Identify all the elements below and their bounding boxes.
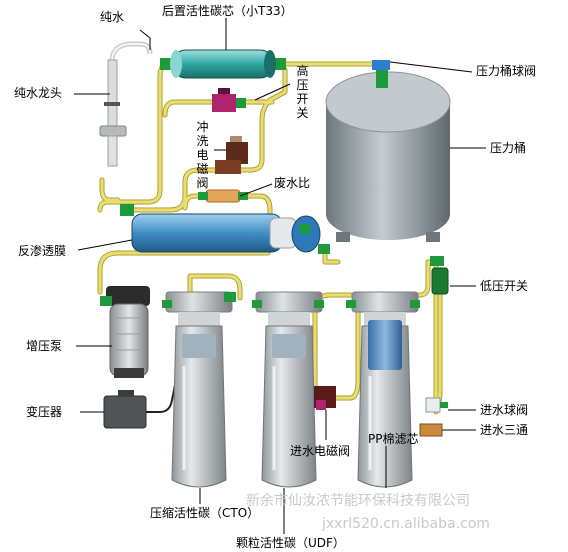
- label-inlet-tee: 进水三通: [480, 423, 529, 437]
- ro-membrane: [120, 204, 330, 254]
- label-faucet: 纯水龙头: [14, 86, 63, 100]
- label-inlet-solenoid: 进水电磁阀: [290, 444, 351, 458]
- label-transformer: 变压器: [26, 405, 63, 419]
- label-inlet-ball-valve: 进水球阀: [480, 403, 529, 417]
- label-pure-water: 纯水: [100, 10, 125, 24]
- label-ro-membrane: 反渗透膜: [18, 244, 67, 258]
- post-carbon-filter: [160, 49, 286, 79]
- label-post-carbon: 后置活性碳芯（小T33）: [162, 4, 293, 18]
- watermark-site: jxxrl520.cn.alibaba.com: [322, 516, 490, 532]
- low-pressure-switch: [430, 256, 449, 295]
- filter-cto: [162, 291, 236, 488]
- filter-pp: [346, 291, 420, 488]
- filter-udf: [252, 291, 324, 488]
- flush-solenoid-valve: [215, 136, 248, 174]
- transformer: [103, 379, 177, 429]
- high-pressure-switch: [212, 88, 246, 112]
- label-booster-pump: 增压泵: [26, 339, 63, 353]
- inlet-ball-valve: [425, 397, 448, 413]
- pressure-tank: [325, 60, 451, 242]
- label-low-pressure-switch: 低压开关: [480, 279, 529, 293]
- inlet-solenoid-valve: [314, 386, 336, 410]
- label-cto: 压缩活性碳（CTO）: [150, 506, 260, 520]
- pure-water-faucet: [99, 29, 153, 167]
- label-tank-ball-valve: 压力桶球阀: [476, 64, 537, 78]
- label-waste-ratio: 废水比: [274, 176, 311, 190]
- label-pressure-tank: 压力桶: [490, 141, 527, 155]
- inlet-tee: [419, 423, 443, 437]
- label-udf: 颗粒活性碳（UDF）: [236, 536, 345, 550]
- leader-lines: [74, 18, 486, 534]
- label-flush-solenoid: 冲洗电磁阀: [196, 120, 209, 190]
- booster-pump: [100, 286, 150, 378]
- watermark-company: 新余市仙汝浓节能环保科技有限公司: [246, 493, 470, 509]
- label-pp-filter: PP棉滤芯: [368, 432, 419, 446]
- label-high-pressure-switch: 高压开关: [296, 64, 309, 120]
